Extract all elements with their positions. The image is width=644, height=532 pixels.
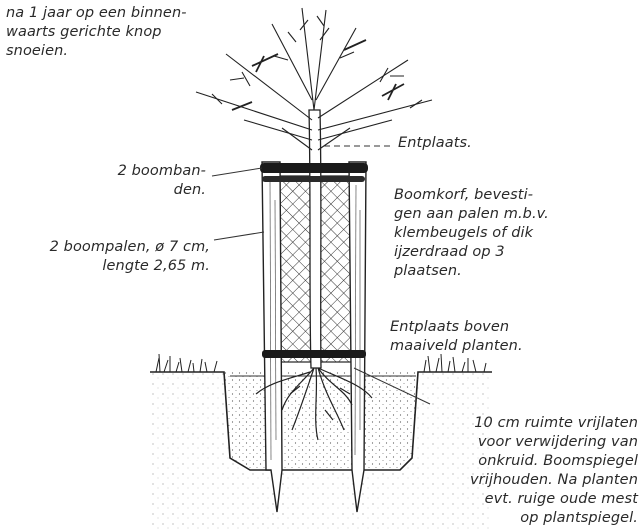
- graft-above-ground-label: Entplaats boven maaiveld planten.: [390, 318, 523, 356]
- weed-space-line: vrijhouden. Na planten: [440, 471, 638, 490]
- graft-above-ground-line: maaiveld planten.: [390, 337, 523, 356]
- tree-bands-line: 2 boomban-: [88, 162, 206, 181]
- weed-space-line: onkruid. Boomspiegel: [440, 452, 638, 471]
- pruning-note-line: waarts gerichte knop: [6, 23, 187, 42]
- basket-line: plaatsen.: [394, 262, 549, 281]
- tree-bands-line: den.: [88, 181, 206, 200]
- graft-point-text: Entplaats.: [398, 134, 472, 153]
- basket-line: Boomkorf, bevesti-: [394, 186, 549, 205]
- pruning-note-line: snoeien.: [6, 42, 187, 61]
- basket-label: Boomkorf, bevesti- gen aan palen m.b.v. …: [394, 186, 549, 281]
- stakes-line: lengte 2,65 m.: [22, 257, 210, 276]
- pruning-note-line: na 1 jaar op een binnen-: [6, 4, 187, 23]
- tree-bands-label: 2 boomban- den.: [88, 162, 206, 200]
- weed-space-line: evt. ruige oude mest: [440, 490, 638, 509]
- basket-line: gen aan palen m.b.v.: [394, 205, 549, 224]
- stakes-line: 2 boompalen, ø 7 cm,: [22, 238, 210, 257]
- basket-line: ijzerdraad op 3: [394, 243, 549, 262]
- weed-space-line: voor verwijdering van: [440, 433, 638, 452]
- pruning-note: na 1 jaar op een binnen- waarts gerichte…: [6, 4, 187, 61]
- weed-space-line: 10 cm ruimte vrijlaten: [440, 414, 638, 433]
- weed-space-line: op plantspiegel.: [440, 509, 638, 528]
- graft-point-label: Entplaats.: [398, 134, 472, 153]
- stakes-label: 2 boompalen, ø 7 cm, lengte 2,65 m.: [22, 238, 210, 276]
- basket-line: klembeugels of dik: [394, 224, 549, 243]
- graft-above-ground-line: Entplaats boven: [390, 318, 523, 337]
- weed-space-label: 10 cm ruimte vrijlaten voor verwijdering…: [440, 414, 638, 528]
